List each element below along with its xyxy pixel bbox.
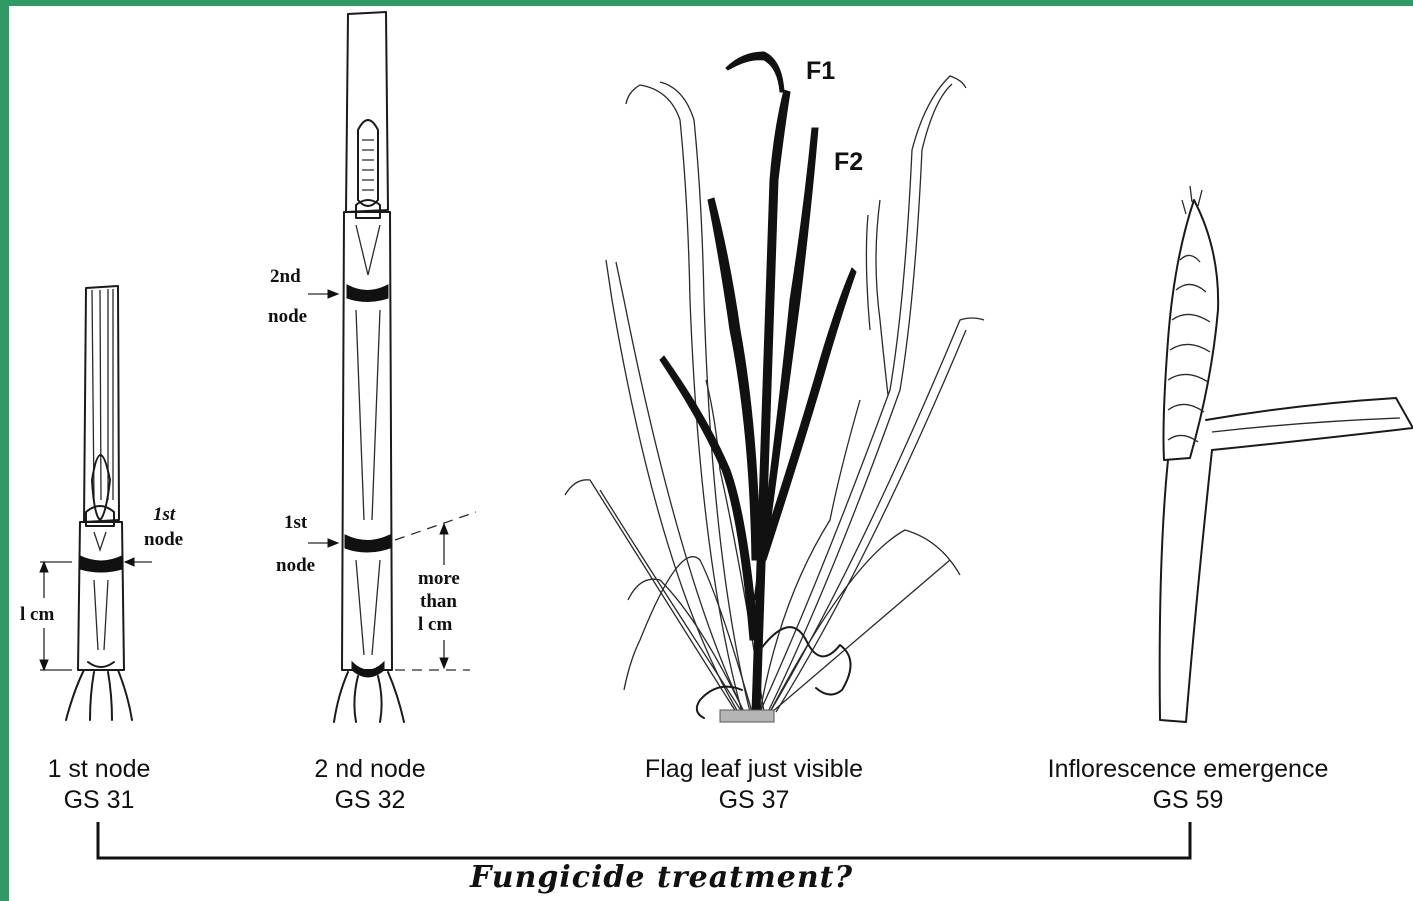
- stage-label-gs31: 1 st node GS 31: [0, 754, 198, 816]
- gs32-2nd-node-label-line1: 2nd: [270, 266, 301, 287]
- gs32-more-label-line3: l cm: [418, 614, 452, 635]
- gs31-node-label-line1: 1st: [153, 504, 176, 525]
- gs31-stem-drawing: [40, 286, 152, 720]
- gs32-2nd-node-label-line2: node: [268, 306, 307, 327]
- gs37-plant-drawing: [565, 52, 984, 722]
- stage-label-gs32: 2 nd node GS 32: [270, 754, 470, 816]
- gs32-more-label-line1: more: [418, 568, 460, 589]
- stage-name: 1 st node: [0, 754, 198, 785]
- stage-code: GS 37: [604, 785, 904, 816]
- fungicide-treatment-caption: Fungicide treatment?: [470, 860, 853, 895]
- gs32-1st-node-label-line2: node: [276, 555, 315, 576]
- gs32-1st-node-label-line1: 1st: [284, 512, 308, 533]
- stage-label-gs37: Flag leaf just visible GS 37: [604, 754, 904, 816]
- gs32-more-label-line2: than: [420, 591, 457, 612]
- gs59-ear-drawing: [1160, 186, 1413, 722]
- fungicide-window-bracket: [98, 822, 1190, 858]
- stage-code: GS 59: [1000, 785, 1376, 816]
- stage-code: GS 32: [270, 785, 470, 816]
- flag-leaf-f2-label: F2: [834, 148, 863, 176]
- flag-leaf-f1-label: F1: [806, 57, 835, 85]
- gs31-measure-label: l cm: [20, 604, 54, 625]
- stage-name: Inflorescence emergence: [1000, 754, 1376, 785]
- stage-name: Flag leaf just visible: [604, 754, 904, 785]
- stage-name: 2 nd node: [270, 754, 470, 785]
- stage-label-gs59: Inflorescence emergence GS 59: [1000, 754, 1376, 816]
- gs31-node-label-line2: node: [144, 529, 183, 550]
- stage-code: GS 31: [0, 785, 198, 816]
